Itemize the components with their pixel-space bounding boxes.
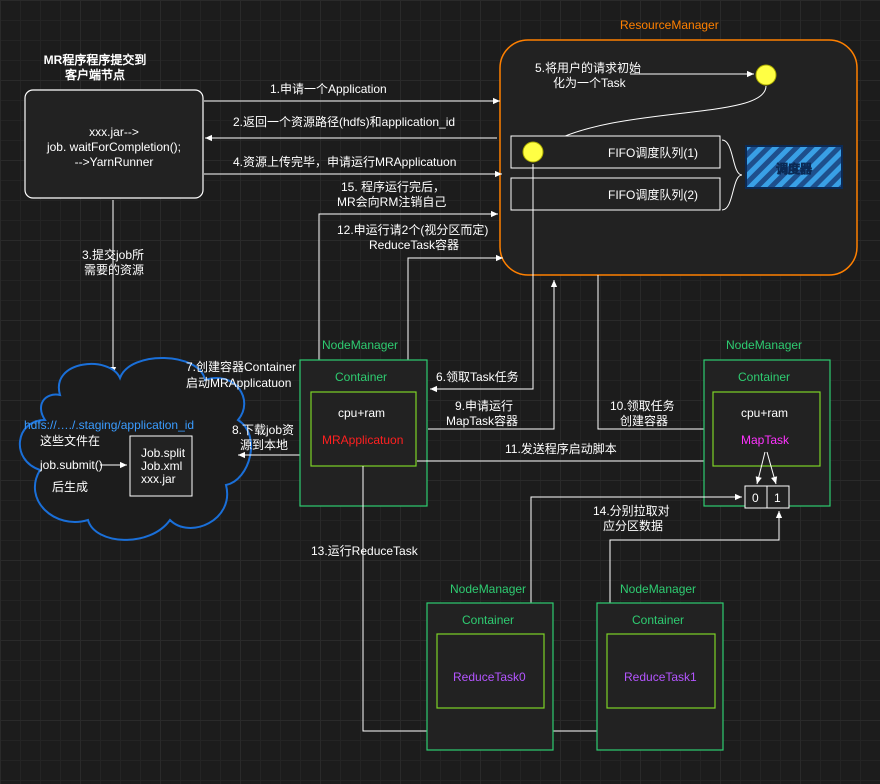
step-7-label-1: 7.创建容器Container — [186, 359, 296, 374]
step-15-label-1: 15. 程序运行完后， — [341, 179, 445, 194]
arrow-step-15 — [318, 210, 498, 362]
nodemanager-2-resource: cpu+ram — [741, 406, 788, 420]
nodemanager-1-container-label: Container — [335, 370, 387, 384]
step-3-label-2: 需要的资源 — [84, 262, 144, 277]
partition-1-label: 1 — [774, 491, 781, 505]
arrow-step-6 — [430, 164, 534, 393]
step-11-label: 11.发送程序启动脚本 — [505, 441, 617, 456]
nodemanager-1-resource: cpu+ram — [338, 406, 385, 420]
step-7-label-2: 启动MRApplicatuon — [186, 376, 291, 390]
step-3-label-1: 3.提交job所 — [82, 247, 144, 262]
nodemanager-4-title: NodeManager — [620, 582, 696, 596]
client-line-1: xxx.jar--> — [89, 125, 139, 139]
fifo-queue-2-label: FIFO调度队列(2) — [608, 187, 698, 202]
scheduler-brace — [721, 139, 743, 211]
fifo-queue-2 — [510, 177, 721, 211]
queued-task-icon — [522, 141, 544, 163]
task-marker-icon — [755, 64, 777, 86]
rm-init-note-1: 5.将用户的请求初始 — [535, 60, 641, 75]
fifo-queue-1 — [510, 135, 721, 169]
nodemanager-2-container-label: Container — [738, 370, 790, 384]
step-13-label: 13.运行ReduceTask — [311, 544, 419, 558]
mrappmaster-label: MRApplicatuon — [322, 433, 403, 447]
rm-init-note-2: 化为一个Task — [553, 76, 627, 90]
step-6-label: 6.领取Task任务 — [436, 369, 519, 384]
nodemanager-3-container-label: Container — [462, 613, 514, 627]
partition-0-label: 0 — [752, 491, 759, 505]
arrow-step-10 — [597, 275, 715, 433]
reducetask0-label: ReduceTask0 — [453, 670, 526, 684]
scheduler-label: 调度器 — [776, 161, 813, 176]
nodemanager-3-title: NodeManager — [450, 582, 526, 596]
partition-1-box — [766, 485, 790, 509]
nodemanager-2-container — [712, 391, 821, 467]
hdfs-file-box — [129, 435, 193, 497]
client-line-3: -->YarnRunner — [75, 155, 154, 169]
arrow-step-14-reduce0 — [530, 493, 742, 634]
maptask-label: MapTask — [741, 433, 790, 447]
step-8-label-1: 8.下载job资 — [232, 423, 294, 437]
step-1-label: 1.申请一个Application — [270, 82, 387, 96]
nodemanager-1-title: NodeManager — [322, 338, 398, 352]
step-9-label-2: MapTask容器 — [446, 413, 518, 428]
scheduler-box — [745, 145, 843, 189]
arrow-step-14-reduce1 — [609, 511, 783, 634]
step-10-label-1: 10.领取任务 — [610, 398, 675, 413]
client-line-2: job. waitForCompletion(); — [46, 140, 181, 154]
arrow-task-to-queue — [549, 85, 767, 144]
fifo-queue-1-label: FIFO调度队列(1) — [608, 145, 698, 160]
arrow-step-9 — [428, 280, 558, 430]
client-title: MR程序程序提交到客户端节点 — [44, 52, 147, 82]
nodemanager-4-container — [606, 633, 716, 709]
step-9-label-1: 9.申请运行 — [455, 399, 513, 413]
step-4-label: 4.资源上传完毕，申请运行MRApplicatuon — [233, 154, 456, 169]
hdfs-note-2: job.submit() — [39, 458, 103, 472]
hdfs-note-1: 这些文件在 — [40, 433, 100, 448]
client-title-line2: 客户端节点 — [64, 67, 125, 82]
client-title-line1: MR程序程序提交到 — [44, 52, 147, 67]
step-2-label: 2.返回一个资源路径(hdfs)和application_id — [233, 114, 455, 129]
reducetask1-label: ReduceTask1 — [624, 670, 697, 684]
hdfs-file-1: Job.split — [141, 446, 186, 460]
nodemanager-3-container — [436, 633, 545, 709]
resourcemanager-title: ResourceManager — [620, 18, 719, 32]
step-15-label-2: MR会向RM注销自己 — [337, 194, 446, 209]
step-10-label-2: 创建容器 — [620, 413, 668, 428]
nodemanager-1-container — [310, 391, 417, 467]
step-14-label-2: 应分区数据 — [603, 518, 663, 533]
arrow-step-12 — [407, 254, 503, 361]
arrow-map-partition-0 — [755, 451, 766, 485]
hdfs-note-3: 后生成 — [52, 480, 88, 494]
nodemanager-4-container-label: Container — [632, 613, 684, 627]
arrow-map-partition-1 — [766, 451, 778, 485]
step-12-label-2: ReduceTask容器 — [369, 237, 459, 252]
step-8-label-2: 源到本地 — [240, 438, 288, 452]
nodemanager-2-title: NodeManager — [726, 338, 802, 352]
step-14-label-1: 14.分别拉取对 — [593, 503, 670, 518]
step-12-label-1: 12.申运行请2个(视分区而定) — [337, 222, 488, 237]
hdfs-file-3: xxx.jar — [141, 472, 176, 486]
hdfs-file-2: Job.xml — [141, 459, 182, 473]
client-box — [24, 89, 204, 199]
hdfs-path: hdfs://…./.staging/application_id — [24, 418, 194, 432]
